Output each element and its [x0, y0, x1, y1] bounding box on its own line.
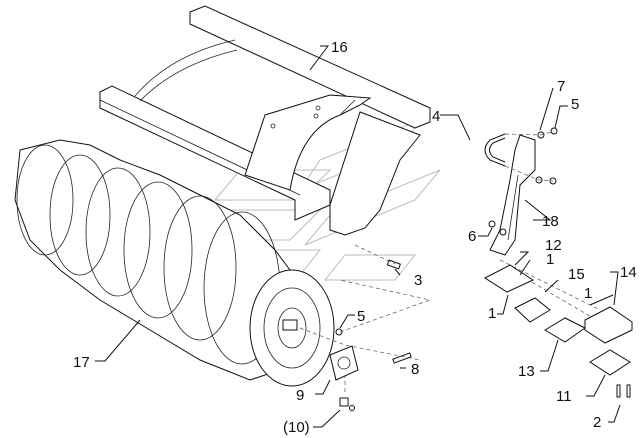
- grease-nipple-part-10: [339, 397, 355, 411]
- plate-part-11: [589, 349, 631, 376]
- bracket-part-18: [489, 134, 536, 256]
- callout-17: 17: [73, 354, 90, 371]
- callout-10: (10): [283, 419, 310, 436]
- frame-part-16: [99, 5, 431, 236]
- callout-4: 4: [432, 108, 440, 125]
- callout-7: 7: [557, 78, 565, 95]
- roller-part-17: [14, 139, 335, 387]
- callout-18: 18: [542, 213, 559, 230]
- callout-labels: 16 4 7 5 18 6 12 1 15 1 1 14 13 11 2 3 5…: [73, 39, 637, 436]
- callout-11: 11: [556, 388, 572, 405]
- fasteners: [335, 127, 558, 364]
- plate-part-15: [514, 297, 551, 323]
- flange-part-9: [329, 345, 359, 381]
- callout-9: 9: [296, 387, 304, 404]
- callout-6: 6: [468, 228, 476, 245]
- callout-13: 13: [518, 363, 535, 380]
- plate-part-14: [584, 306, 633, 344]
- callout-1: 1: [584, 285, 592, 302]
- callout-2: 2: [593, 414, 601, 431]
- callout-14: 14: [620, 264, 637, 281]
- u-bolt-part-4: [484, 133, 506, 167]
- bolts-part-2: [616, 384, 631, 398]
- dashed-guides: [299, 130, 606, 395]
- callout-8: 8: [411, 361, 419, 378]
- callout-5: 5: [571, 96, 579, 113]
- plate-part-12: [484, 264, 535, 293]
- callout-16: 16: [331, 39, 348, 56]
- callout-15: 15: [568, 266, 585, 283]
- callout-1: 1: [488, 305, 496, 322]
- leader-lines: [95, 45, 621, 428]
- plate-part-13: [544, 317, 586, 343]
- callout-5: 5: [357, 308, 365, 325]
- callout-12: 12: [545, 237, 562, 254]
- callout-3: 3: [414, 272, 422, 289]
- callout-1: 1: [546, 251, 554, 268]
